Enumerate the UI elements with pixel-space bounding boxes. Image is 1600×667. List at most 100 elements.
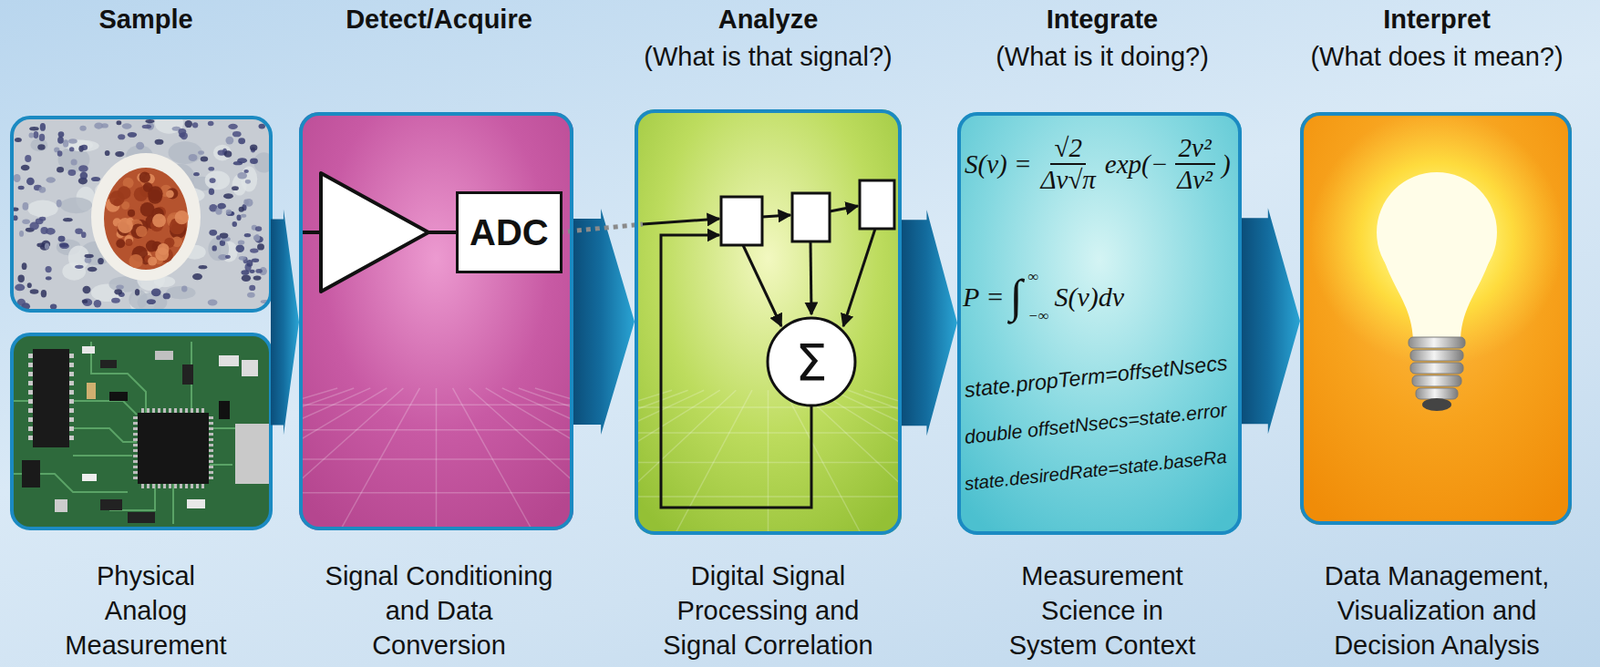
cell-nucleus [57,150,63,157]
smd-part [86,382,96,400]
signal-wire [642,218,720,225]
cell-nucleus [231,185,239,191]
grid-line [299,388,354,531]
cell-nucleus [197,150,205,155]
cell-nucleus [56,199,62,207]
cell-nucleus [81,231,86,238]
cell-nucleus [44,243,50,250]
interpret-panel-art [1300,111,1572,526]
cell-nucleus [198,265,208,269]
cell-nucleus [79,125,86,132]
cell-nucleus [247,292,256,299]
grid-line [767,390,770,536]
qfp-chip [137,412,209,485]
upper-limit: ∞ [1028,269,1050,286]
cell-nucleus [227,123,238,130]
smd-part [154,350,174,361]
cell-nucleus [146,299,156,305]
cell-nucleus [50,303,57,310]
sample-images: SamplePhysical Analog Measurement [11,117,271,529]
fraction: √2Δν√π [1037,133,1100,196]
cell-nucleus [14,284,25,292]
amplifier-symbol [320,173,429,292]
smd-part [241,360,259,377]
cell-nucleus [243,169,248,174]
stained-cell [115,238,125,248]
box-label: ADC [469,212,549,254]
smd-part [21,460,41,488]
cell-nucleus [180,132,188,140]
cell-nucleus [38,186,46,194]
numerator: √2 [1050,133,1085,166]
smd-part [100,499,123,511]
grid-line [674,390,753,536]
box-label: Σ [794,332,827,393]
cell-nucleus [207,299,218,306]
tissue-blob [205,171,230,191]
cell-nucleus [87,267,97,273]
equation: P =∫∞−∞S(ν)dν [962,269,1125,324]
stained-cell [117,217,134,234]
stained-cell [127,209,135,217]
cell-nucleus [58,131,65,138]
smd-part [218,355,239,367]
cell-nucleus [46,176,56,184]
signal-wire [428,230,458,235]
tissue-blob [91,283,125,302]
cell-nucleus [163,293,171,300]
cell-nucleus [29,126,39,131]
cell-nucleus [41,289,47,298]
cell-nucleus [71,158,78,166]
grid-line [435,388,438,531]
tissue-blob [60,197,93,215]
cell-nucleus [235,245,245,253]
equation-text: S(ν) = [964,149,1033,180]
tissue-blob [137,292,168,311]
cell-nucleus [74,265,83,269]
stage-panel: Interpret(What does it mean?)Data Manage… [1300,112,1572,526]
stained-cell [117,185,132,200]
cell-nucleus [209,177,217,184]
bulb-neck [1383,259,1490,340]
smd-part [186,499,206,509]
cell-nucleus [249,247,259,253]
cell-nucleus [82,286,92,294]
cell-nucleus [81,144,89,151]
cell-nucleus [226,209,232,216]
analyze-panel-art [206,109,1330,536]
cell-nucleus [208,187,215,196]
cell-nucleus [127,132,138,138]
cell-nucleus [225,136,234,145]
cell-nucleus [21,262,28,270]
cell-nucleus [97,258,104,265]
cell-nucleus [21,218,31,224]
stage-caption: Physical Analog Measurement [59,558,233,663]
cell-nucleus [211,245,217,251]
stage-caption: Measurement Science in System Context [1001,558,1204,663]
circle-shape [767,318,856,406]
cell-nucleus [154,139,165,145]
cell-nucleus [40,123,46,132]
cell-nucleus [192,273,203,280]
cell-nucleus [45,266,52,273]
cell-nucleus [255,226,262,232]
cell-nucleus [142,124,152,129]
cell-nucleus [237,239,246,245]
cell-nucleus [188,154,198,162]
stained-cells [105,171,189,269]
cell-nucleus [84,257,93,264]
grid-line [518,388,574,531]
tissue-ground [11,117,271,311]
cell-nucleus [26,177,35,186]
smd-part [182,364,194,385]
panel-ground [634,109,902,536]
cell-nucleus [17,275,24,283]
cell-nucleus [59,243,70,249]
cell-nucleus [28,132,34,138]
cell-nucleus [223,193,234,199]
numerator: 2ν² [1175,133,1216,166]
stage-heading: Sample [98,3,193,35]
stained-cell [139,171,151,183]
integrate-panel-art [957,112,1242,536]
cell-nucleus [122,123,133,130]
